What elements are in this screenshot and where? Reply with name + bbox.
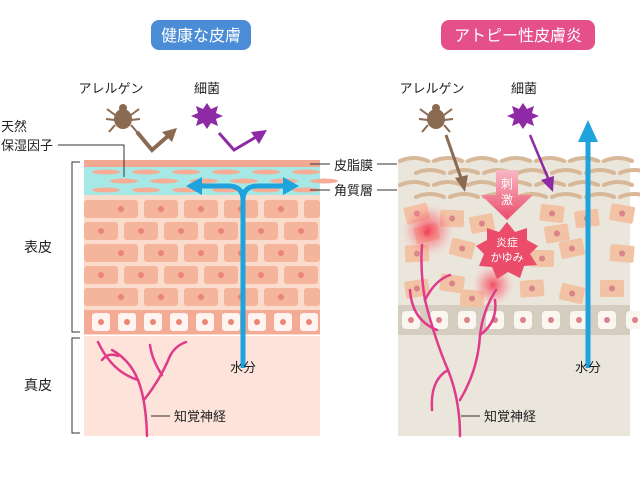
- stratum-corneum-label: 角質層: [334, 184, 373, 199]
- allergen-label: アレルゲン: [78, 82, 143, 97]
- dermis-label: 真皮: [24, 378, 52, 394]
- bacteria-label: 細菌: [194, 82, 220, 97]
- stimulus-arrow: 刺 激: [481, 170, 533, 220]
- allergen-bounce-arrow: [135, 130, 170, 153]
- water-label-left: 水分: [230, 361, 256, 376]
- water-label-right: 水分: [575, 361, 601, 376]
- dermis-layer: [84, 336, 320, 436]
- dermis-bracket: [71, 337, 80, 434]
- svg-text:炎症: 炎症: [496, 235, 518, 249]
- inflammation-spot: [400, 202, 456, 258]
- arrow-head-up-icon: [578, 120, 598, 142]
- arrow-head-right-icon: [283, 177, 299, 195]
- nmf-label-line1: 天然: [1, 119, 27, 135]
- atopic-skin-title: アトピー性皮膚炎: [441, 20, 595, 50]
- epidermis-cells: [84, 200, 320, 334]
- sebum-layer: [84, 160, 320, 167]
- healthy-skin-panel: [84, 160, 338, 438]
- cell: [304, 288, 320, 306]
- water-arrow: [200, 183, 285, 368]
- epidermis-label: 表皮: [24, 240, 52, 256]
- nerve-icon: [408, 243, 498, 438]
- nerve-label-left: 知覚神経: [174, 409, 226, 425]
- atopic-skin-panel: 刺 激 炎症 かゆみ: [398, 120, 640, 438]
- corneum-cells: [92, 169, 338, 193]
- bacteria-penetrate-arrow: [528, 134, 550, 179]
- inflammation-itch-badge: 炎症 かゆみ: [476, 222, 538, 279]
- cell: [304, 244, 320, 262]
- allergen-penetrate-arrow: [444, 134, 463, 179]
- allergen-label-right: アレルゲン: [399, 82, 464, 97]
- nerve-icon: [96, 340, 188, 438]
- sebum-label: 皮脂膜: [334, 159, 373, 174]
- bacteria-label-right: 細菌: [511, 82, 537, 97]
- cell: [304, 200, 320, 218]
- epidermis-bracket: [71, 161, 80, 333]
- arrow-head-left-icon: [186, 177, 202, 195]
- bacteria-bounce-arrow: [217, 132, 257, 152]
- svg-text:激: 激: [501, 193, 513, 207]
- healthy-skin-title: 健康な皮膚: [151, 20, 251, 50]
- svg-text:かゆみ: かゆみ: [491, 251, 524, 264]
- svg-text:刺: 刺: [501, 177, 513, 191]
- bacteria-icon: [191, 103, 223, 129]
- nerve-label-right: 知覚神経: [484, 409, 536, 425]
- svg-text:健康な皮膚: 健康な皮膚: [161, 26, 241, 45]
- allergen-icon: [418, 104, 454, 133]
- bacteria-icon: [507, 103, 539, 129]
- allergen-icon: [105, 104, 141, 133]
- nmf-label-line2: 保湿因子: [1, 139, 53, 154]
- svg-text:アトピー性皮膚炎: アトピー性皮膚炎: [454, 26, 582, 45]
